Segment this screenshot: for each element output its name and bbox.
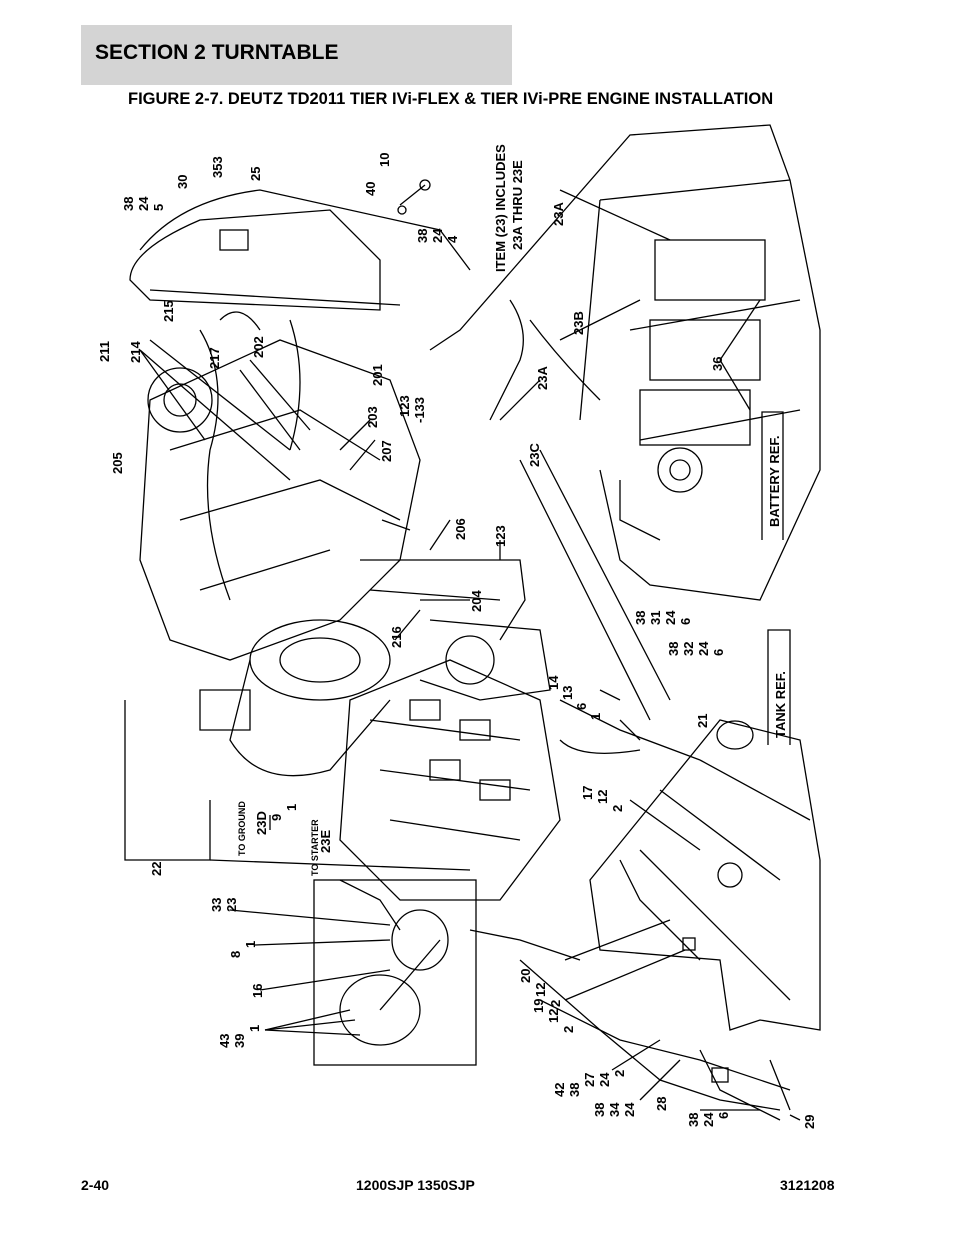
callout-38-24-6: 38 24 6	[686, 1109, 731, 1127]
callout-214: 214	[128, 341, 143, 363]
callout-217: 217	[207, 347, 222, 369]
section-title: SECTION 2 TURNTABLE	[95, 41, 339, 64]
callout-29: 29	[802, 1115, 817, 1129]
callout-40: 40	[363, 182, 378, 196]
callout-14-13-6-1: 14 13 6 1	[546, 672, 603, 720]
callouts: 38 24 5 30 353 25 40 10 38 24 4 215 211 …	[97, 153, 817, 1129]
callout-216: 216	[389, 626, 404, 648]
battery-ref-label: BATTERY REF.	[767, 436, 782, 528]
callout-202: 202	[251, 336, 266, 358]
callout-38-31-24-6: 38 31 24 6	[633, 607, 693, 625]
callout-8-1: 8 1	[228, 941, 258, 958]
callout-211: 211	[97, 341, 112, 362]
callout-38-24-5: 38 24 5	[121, 193, 166, 211]
callout-42-38-27-24-2: 42 38 27 24 2	[552, 1069, 627, 1097]
battery-ref-tag: BATTERY REF.	[761, 411, 784, 540]
section-header: SECTION 2 TURNTABLE	[81, 25, 512, 85]
figure-title: FIGURE 2-7. DEUTZ TD2011 TIER IVi-FLEX &…	[128, 90, 774, 108]
callout-353: 353	[210, 156, 225, 178]
callout-22: 22	[149, 862, 164, 876]
callout-201: 201	[370, 364, 385, 386]
callout-23d-group: 23D 9 1	[254, 804, 299, 835]
callout-38-32-24-6: 38 32 24 6	[666, 638, 726, 656]
callout-206: 206	[453, 518, 468, 540]
callout-23c: 23C	[527, 443, 542, 467]
callout-23a-top: 23A	[551, 202, 566, 226]
diagram-artwork	[124, 124, 821, 1121]
callout-23a-mid: 23A	[535, 366, 550, 390]
callout-123-133: 123 -133	[397, 392, 427, 423]
callout-204: 204	[469, 590, 484, 612]
callout-207: 207	[379, 440, 394, 462]
callout-36: 36	[710, 357, 725, 371]
callout-28: 28	[654, 1097, 669, 1111]
footer-model: 1200SJP 1350SJP	[356, 1177, 475, 1193]
footer-page-number: 2-40	[81, 1177, 110, 1193]
callout-38-24-4: 38 24 4	[415, 225, 460, 243]
callout-43-39-1: 43 39 1	[217, 1025, 262, 1048]
callout-203: 203	[365, 406, 380, 428]
callout-10: 10	[377, 153, 392, 167]
to-starter-label: TO STARTER	[310, 819, 320, 876]
callout-30: 30	[175, 175, 190, 189]
callout-123: 123	[493, 525, 508, 547]
callout-23b: 23B	[571, 311, 586, 335]
callout-19-12-2: 19 12 2	[531, 995, 576, 1033]
callout-17-12-2: 17 12 2	[580, 782, 625, 812]
callout-25: 25	[248, 167, 263, 181]
callout-16: 16	[250, 984, 265, 998]
callout-21: 21	[695, 714, 710, 728]
callout-33-23: 33 23	[209, 894, 239, 912]
callout-205: 205	[110, 452, 125, 474]
callout-20-12-2: 20 12 2	[518, 965, 563, 1007]
tank-ref-tag: TANK REF.	[767, 629, 791, 745]
to-ground-label: TO GROUND	[237, 801, 247, 856]
tank-ref-label: TANK REF.	[773, 671, 788, 738]
callout-23e: 23E	[318, 830, 333, 853]
callout-215: 215	[161, 300, 176, 322]
callout-38-34-24: 38 34 24	[592, 1099, 637, 1117]
footer-doc-number: 3121208	[780, 1177, 835, 1193]
item-23-note: ITEM (23) INCLUDES 23A THRU 23E	[493, 141, 525, 272]
